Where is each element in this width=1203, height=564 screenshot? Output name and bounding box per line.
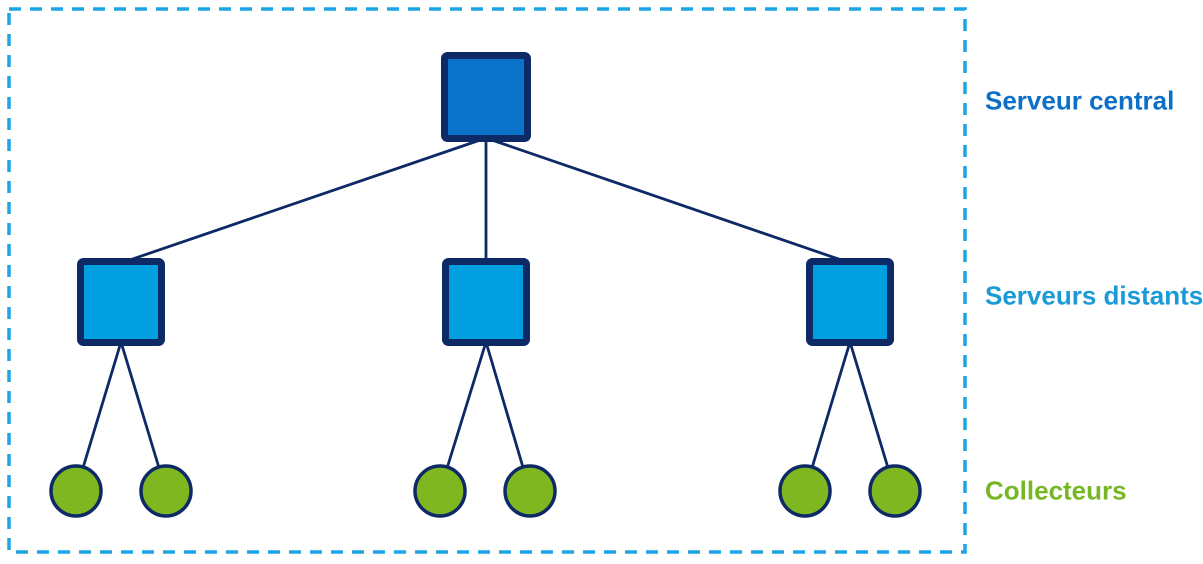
collector-node — [868, 464, 922, 518]
label-collecteurs: Collecteurs — [985, 475, 1127, 506]
label-serveurs-distants: Serveurs distants — [985, 280, 1203, 311]
remote-server-node — [77, 258, 165, 346]
dashed-boundary — [7, 7, 967, 554]
label-serveur-central: Serveur central — [985, 85, 1175, 116]
collector-node — [413, 464, 467, 518]
collector-node — [139, 464, 193, 518]
collector-node — [778, 464, 832, 518]
remote-server-node — [442, 258, 530, 346]
central-server-node — [441, 52, 531, 142]
remote-server-node — [806, 258, 894, 346]
edge-line — [120, 136, 487, 265]
collector-node — [503, 464, 557, 518]
collector-node — [49, 464, 103, 518]
edge-line — [485, 136, 851, 265]
